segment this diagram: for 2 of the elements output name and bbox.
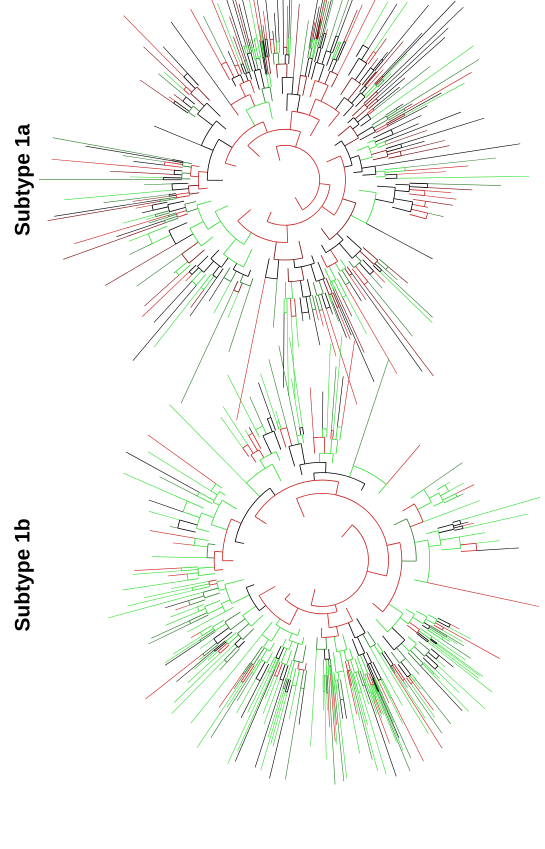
panel-label: Subtype 1a [14, 124, 34, 236]
panel-label: Subtype 1b [14, 519, 34, 631]
